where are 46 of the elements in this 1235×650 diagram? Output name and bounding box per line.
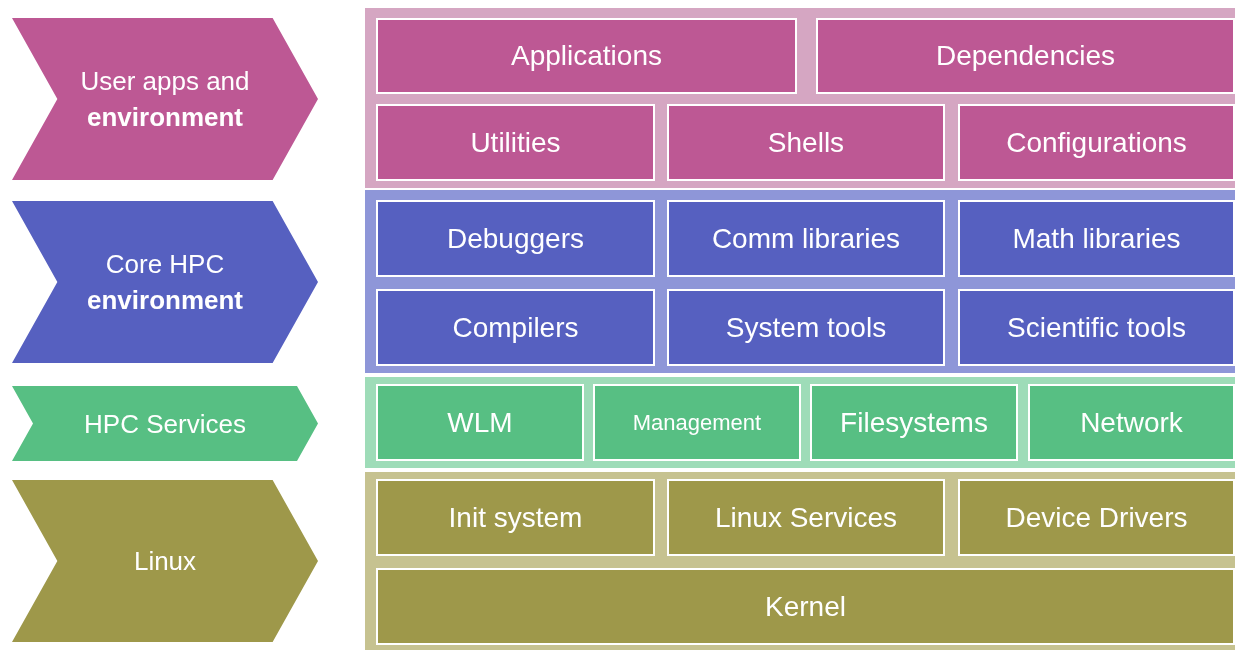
component-label: System tools [725, 311, 887, 344]
component-box [810, 384, 1018, 461]
component-label: Compilers [452, 311, 579, 344]
layer-band [365, 472, 1235, 650]
component-box [376, 568, 1235, 645]
component-box [376, 384, 584, 461]
component-label: Dependencies [936, 40, 1115, 72]
layer-label: User apps and environment [79, 65, 251, 134]
component-box [958, 479, 1235, 556]
component-box [376, 200, 655, 277]
component-label: WLM [447, 406, 513, 439]
component-box [376, 289, 655, 366]
component-label: Network [1080, 406, 1183, 439]
layer-label: HPC Services [84, 407, 246, 441]
layer-label: Core HPC environment [86, 248, 244, 317]
component-box [376, 18, 797, 94]
component-label: Filesystems [840, 406, 988, 439]
component-label: Shells [767, 126, 845, 159]
component-box [376, 104, 655, 181]
component-box [816, 18, 1235, 94]
component-label: Linux Services [714, 501, 898, 534]
component-box [667, 289, 945, 366]
component-box [958, 200, 1235, 277]
component-box [376, 479, 655, 556]
layer-band [365, 190, 1235, 373]
component-label: Applications [511, 40, 662, 72]
layer-band [365, 377, 1235, 468]
component-label: Device Drivers [1005, 501, 1188, 534]
component-label: Kernel [765, 590, 846, 623]
component-box [667, 200, 945, 277]
component-label: Init system [448, 501, 583, 534]
component-label: Comm libraries [711, 222, 901, 255]
layer-label: Linux [133, 545, 197, 578]
component-label: Math libraries [1012, 222, 1181, 255]
component-label: Debuggers [447, 222, 584, 255]
component-label: Utilities [470, 126, 561, 159]
component-box [1028, 384, 1235, 461]
component-box [958, 289, 1235, 366]
layer-band [365, 8, 1235, 188]
component-box [958, 104, 1235, 181]
component-box [593, 384, 801, 461]
component-label: Scientific tools [1007, 311, 1186, 344]
component-label: Configurations [1006, 126, 1187, 159]
component-box [667, 104, 945, 181]
component-box [667, 479, 945, 556]
component-label: Management [632, 409, 762, 436]
